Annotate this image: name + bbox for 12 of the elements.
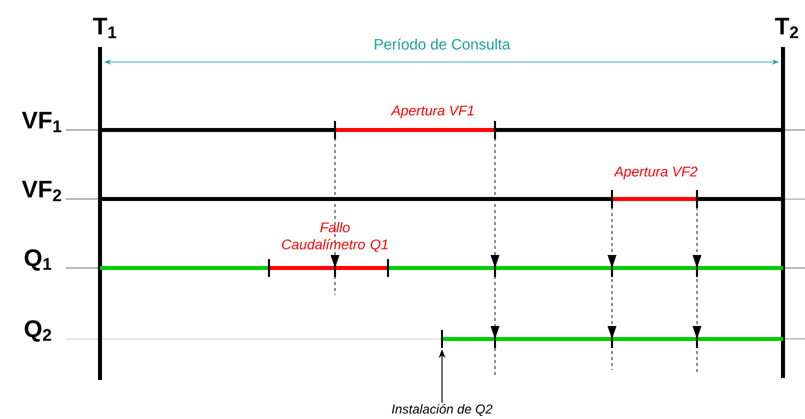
row-label: VF$_{2}$	[22, 180, 62, 202]
tick-mark	[441, 330, 443, 348]
axis-label: T$_{2}$	[775, 18, 798, 38]
axis-label: T$_{1}$	[93, 18, 116, 38]
dimension-label: Período de Consulta	[374, 38, 510, 50]
event-label: Apertura VF2	[614, 166, 698, 180]
event-label: Fallo Caudalímetro Q1	[282, 222, 388, 252]
row-label: VF$_{1}$	[22, 112, 62, 132]
row-label: Q$_{2}$	[24, 320, 52, 342]
annotation-text: Instalación de Q2	[392, 404, 492, 416]
event-label: Apertura VF1	[390, 106, 474, 118]
row-label: Q$_{1}$	[24, 249, 52, 271]
